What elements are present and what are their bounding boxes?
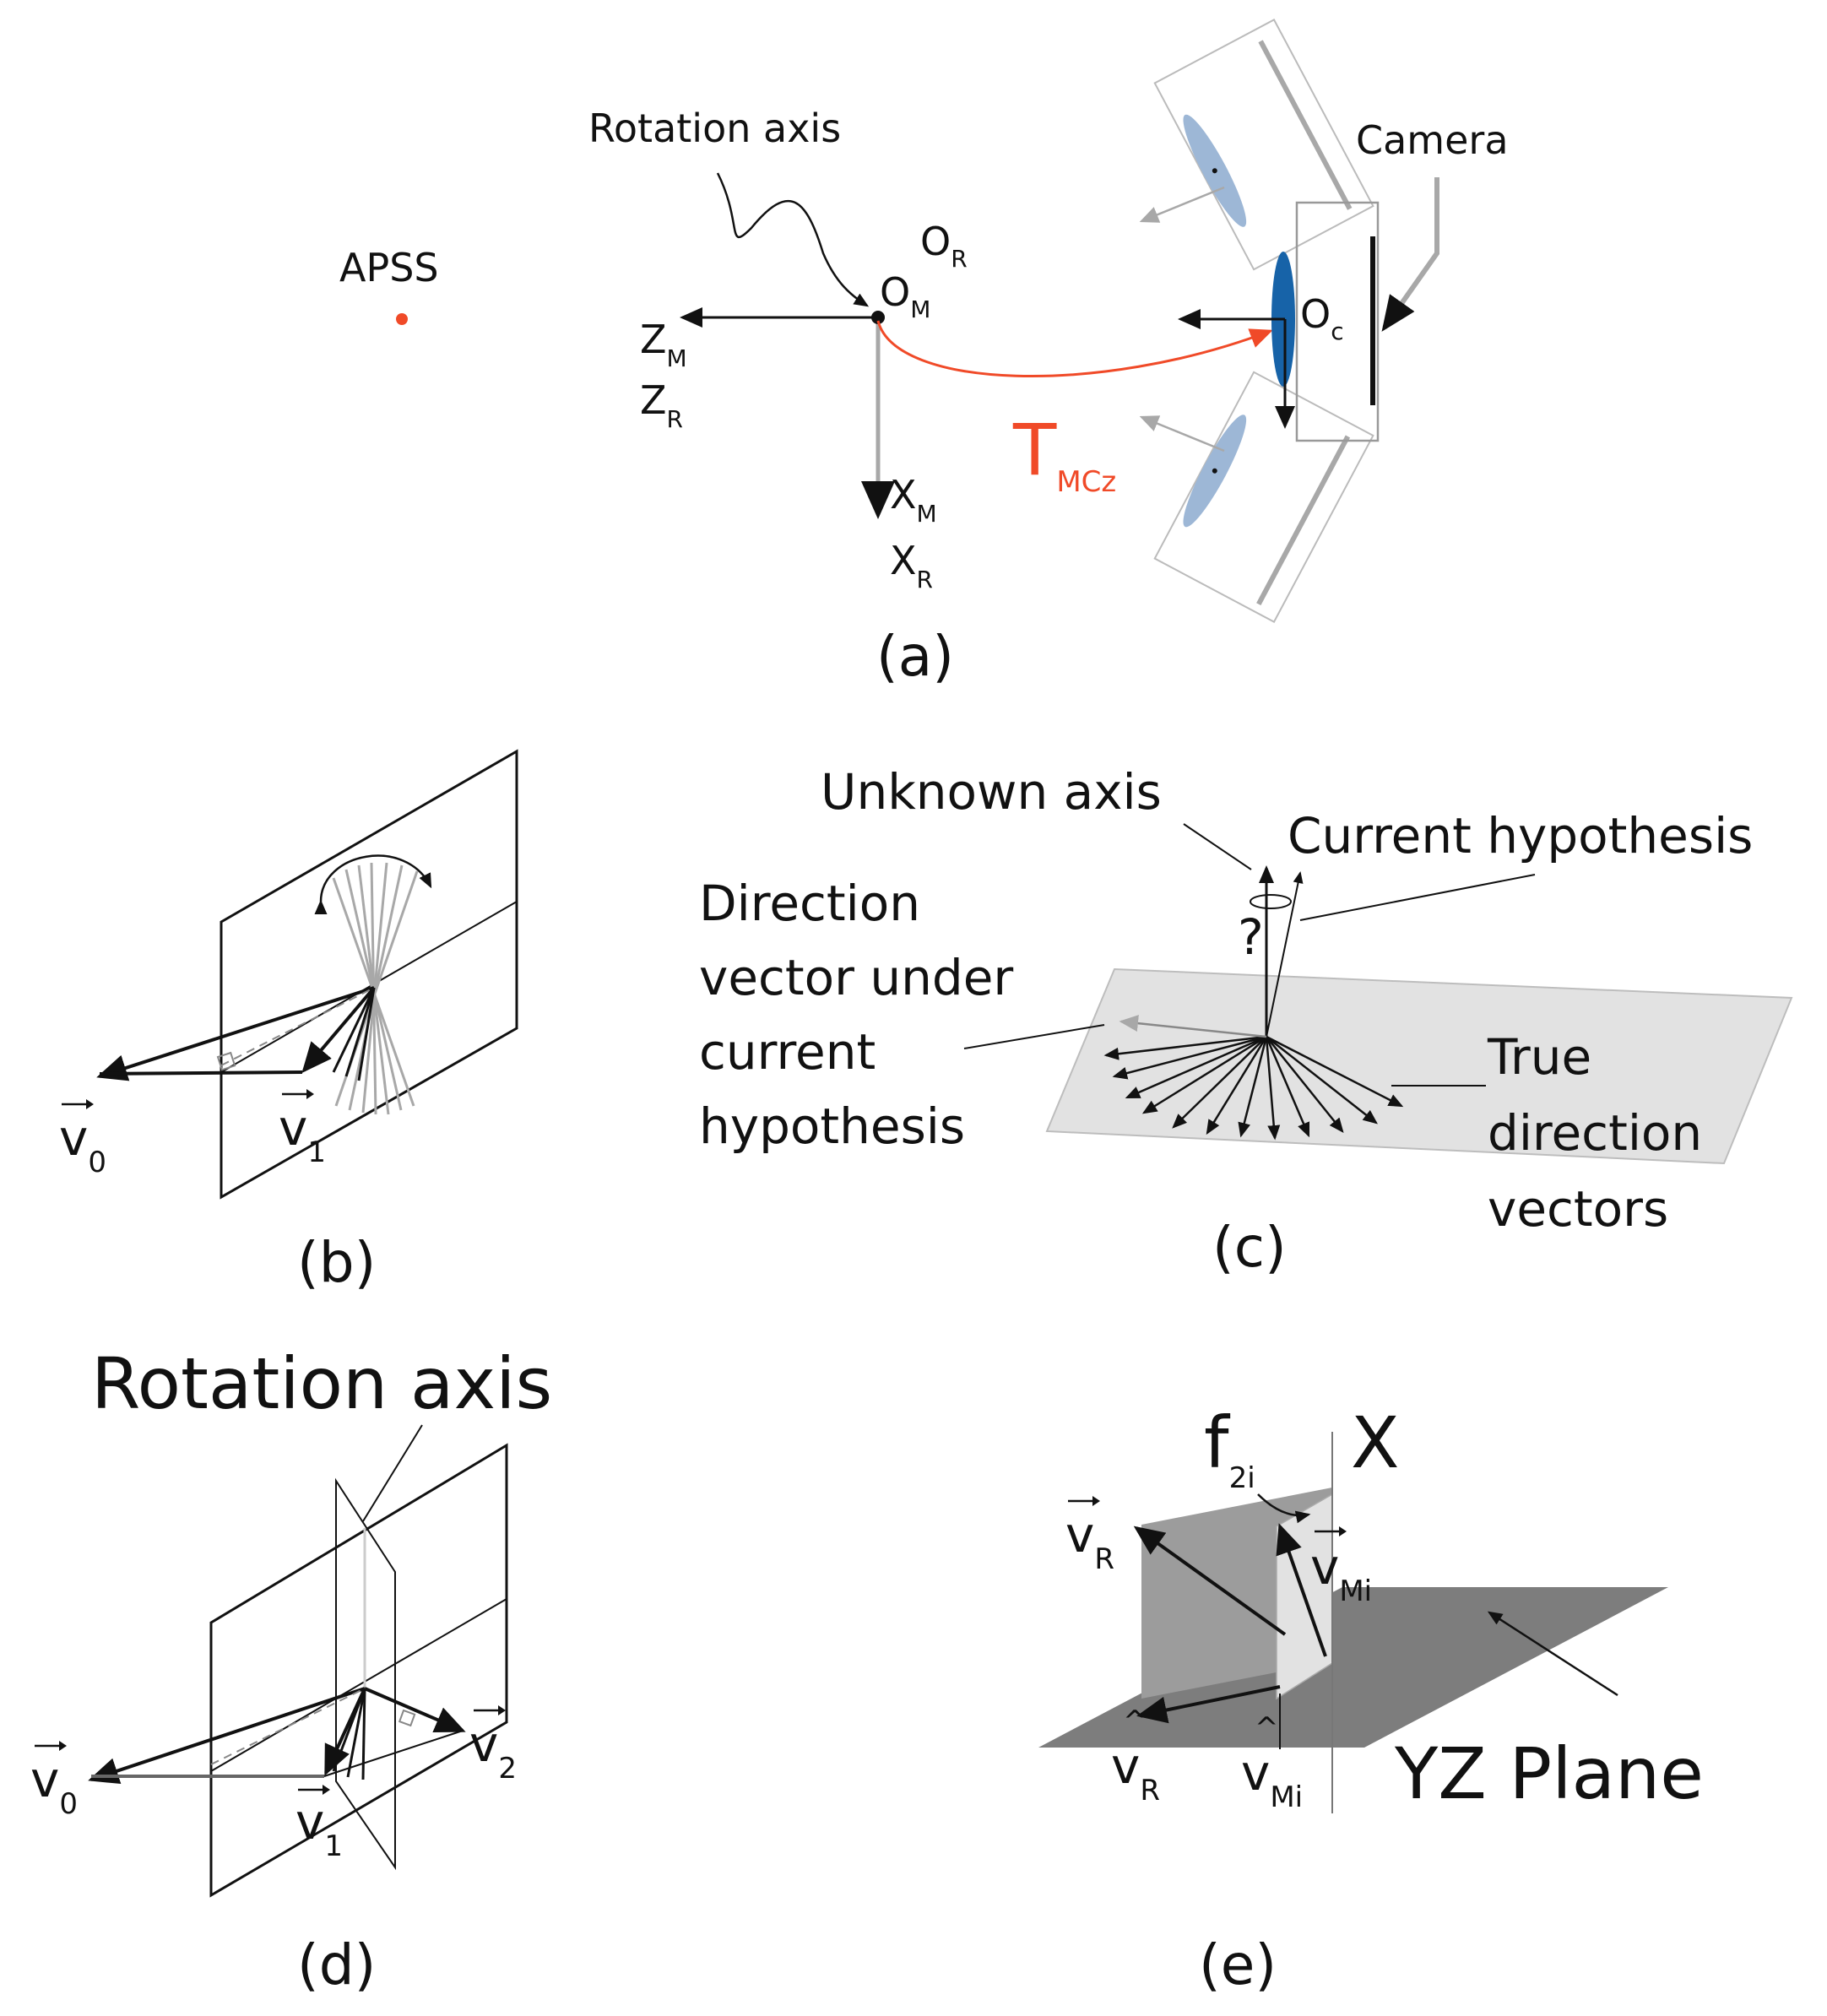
z-r-label: ZR	[640, 377, 683, 433]
panel-d: Rotation axis v0 v1 v2 (d)	[30, 1342, 552, 1997]
apss-point	[396, 313, 408, 325]
question-mark: ?	[1238, 908, 1264, 966]
vec-arrow-v0-d	[34, 1739, 68, 1753]
unknown-axis-leader	[1183, 823, 1252, 870]
dashed-guide-b	[220, 987, 375, 1066]
vmi-hat-mark: ^	[1255, 1711, 1279, 1745]
panel-c: Unknown axis Current hypothesis ? Direct…	[699, 763, 1793, 1280]
vector-vr-hat-arrow	[1136, 1685, 1281, 1724]
caption-b: (b)	[297, 1230, 376, 1295]
vector-v0-arrow-d	[88, 1687, 366, 1785]
sweep-arc-b	[314, 854, 432, 915]
baseline-b	[99, 1070, 303, 1076]
yz-leader	[1487, 1611, 1618, 1697]
hypothesis-axis-line	[1266, 871, 1304, 1038]
direction-leader	[963, 1024, 1105, 1049]
camera-leader	[1381, 177, 1439, 332]
unknown-axis-label: Unknown axis	[821, 763, 1162, 821]
vec-arrow-v0-b	[61, 1097, 95, 1111]
caption-a: (a)	[876, 624, 954, 689]
x-m-label: XM	[890, 472, 937, 528]
panel-a: APSS Rotation axis OR OM ZM ZR XM XR TMC…	[339, 18, 1509, 689]
t-mcz-label: TMCz	[1012, 409, 1116, 499]
rotation-axis-leader	[716, 172, 870, 307]
angle-arc-f2i	[1257, 1493, 1311, 1524]
panel-e: f2i X vR vMi ^ vR ^ vMi YZ Plane (e)	[1038, 1401, 1704, 1997]
vector-v0-arrow	[96, 986, 375, 1081]
vector-v1-arrow	[301, 986, 376, 1074]
caption-d: (d)	[297, 1932, 376, 1997]
origin-point	[871, 311, 885, 324]
v1-label-b: v1	[279, 1099, 326, 1169]
f2i-label: f2i	[1204, 1401, 1255, 1495]
rotation-axis-leader-d	[362, 1424, 423, 1522]
connector-d	[323, 1730, 464, 1777]
z-m-label: ZM	[640, 317, 687, 372]
vector-vmi-arrow	[1276, 1523, 1327, 1657]
camera-ghost-upper	[1153, 18, 1374, 271]
ghost-axis-lower	[1139, 415, 1225, 453]
vector-vr-arrow	[1133, 1526, 1287, 1636]
current-hypothesis-label: Current hypothesis	[1288, 807, 1753, 864]
plane-d-main	[209, 1443, 508, 1898]
apss-label: APSS	[339, 245, 439, 290]
direction-vector-label: Direction vector under current hypothesi…	[699, 875, 1029, 1155]
vector-v1-arrow-d	[324, 1688, 366, 1776]
transform-arc	[876, 320, 1273, 378]
sweep-lines-b	[332, 862, 419, 1115]
v2-label-d: v2	[469, 1715, 517, 1786]
vr-label: vR	[1065, 1506, 1114, 1576]
hypothesis-direction-vector	[1119, 1015, 1267, 1038]
rotation-axis-label-d: Rotation axis	[91, 1342, 552, 1425]
rotation-axis-label: Rotation axis	[588, 106, 841, 151]
axis-spin-ellipse	[1250, 894, 1292, 909]
vmi-label: vMi	[1310, 1538, 1372, 1608]
true-direction-vectors	[1103, 1035, 1404, 1141]
vector-v2-arrow-d	[364, 1687, 466, 1733]
true-direction-label: True direction vectors	[1487, 1028, 1718, 1238]
vec-arrow-vr	[1067, 1494, 1101, 1508]
vec-arrow-v2-d	[473, 1704, 507, 1717]
plane-b	[220, 749, 518, 1200]
hypothesis-leader	[1299, 874, 1536, 921]
camera-ghost-lower	[1153, 371, 1374, 624]
plane-b-midline	[220, 901, 518, 1073]
o-c-label: Oc	[1300, 291, 1344, 345]
plane-d-midline	[210, 1598, 507, 1772]
vec-arrow-v1-b	[281, 1087, 315, 1101]
vmi-hat-label: vMi	[1241, 1744, 1303, 1814]
v1-label-d: v1	[295, 1793, 343, 1863]
fan-lines-b	[332, 987, 376, 1081]
vr-hat-label: vR	[1111, 1737, 1160, 1807]
right-angle-b	[216, 1051, 236, 1071]
x-label-e: X	[1351, 1401, 1400, 1484]
vr-hat-mark: ^	[1123, 1704, 1147, 1738]
right-angle-d	[398, 1709, 416, 1727]
camera-body	[1295, 201, 1380, 442]
panel-b: v0 v1 (b)	[59, 749, 518, 1295]
v0-label-d: v0	[30, 1751, 78, 1821]
caption-c: (c)	[1212, 1215, 1287, 1280]
o-r-label: OR	[920, 219, 968, 273]
ghost-axis-upper	[1139, 186, 1225, 223]
camera-label: Camera	[1356, 117, 1509, 163]
o-m-label: OM	[880, 269, 930, 323]
yz-plane-label: YZ Plane	[1394, 1732, 1704, 1815]
v0-label-b: v0	[59, 1109, 106, 1179]
plane-d-vertical	[335, 1477, 396, 1871]
plane-c	[1045, 967, 1793, 1165]
x-r-label: XR	[890, 538, 933, 593]
caption-e: (e)	[1199, 1932, 1277, 1997]
